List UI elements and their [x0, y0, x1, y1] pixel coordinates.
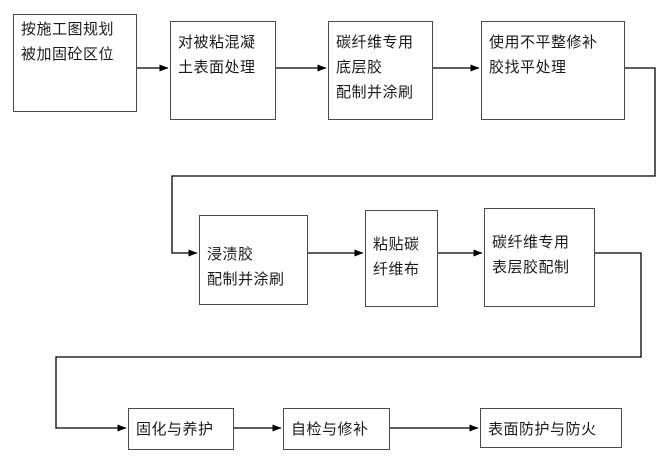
process-node-3[interactable]: 碳纤维专用 底层胶 配制并涂刷 [328, 21, 433, 120]
process-node-label: 自检与修补 [291, 420, 369, 438]
process-node-label: 按施工图规划 被加固砼区位 [21, 20, 115, 63]
connector-n4-to-n5 [171, 67, 656, 257]
process-node-label: 碳纤维专用 底层胶 配制并涂刷 [336, 33, 414, 101]
process-node-4[interactable]: 使用不平整修补 胶找平处理 [481, 21, 625, 120]
process-node-2[interactable]: 对被粘混凝 土表面处理 [170, 21, 276, 120]
process-node-7[interactable]: 碳纤维专用 表层胶配制 [484, 208, 595, 307]
connector-n7-to-n8 [55, 252, 642, 432]
process-node-10[interactable]: 表面防护与防火 [480, 408, 622, 448]
process-node-label: 对被粘混凝 土表面处理 [178, 33, 256, 76]
process-node-label: 表面防护与防火 [488, 420, 597, 438]
process-node-9[interactable]: 自检与修补 [283, 408, 390, 450]
process-node-5[interactable]: 浸渍胶 配制并涂刷 [199, 215, 308, 305]
process-node-6[interactable]: 粘贴碳 纤维布 [365, 210, 438, 307]
process-node-label: 碳纤维专用 表层胶配制 [492, 233, 570, 276]
process-node-8[interactable]: 固化与养护 [128, 408, 234, 450]
process-node-label: 使用不平整修补 胶找平处理 [489, 33, 598, 76]
process-node-label: 固化与养护 [136, 420, 214, 438]
process-node-label: 粘贴碳 纤维布 [373, 235, 420, 278]
process-node-label: 浸渍胶 配制并涂刷 [207, 245, 285, 288]
process-node-1[interactable]: 按施工图规划 被加固砼区位 [13, 14, 137, 112]
